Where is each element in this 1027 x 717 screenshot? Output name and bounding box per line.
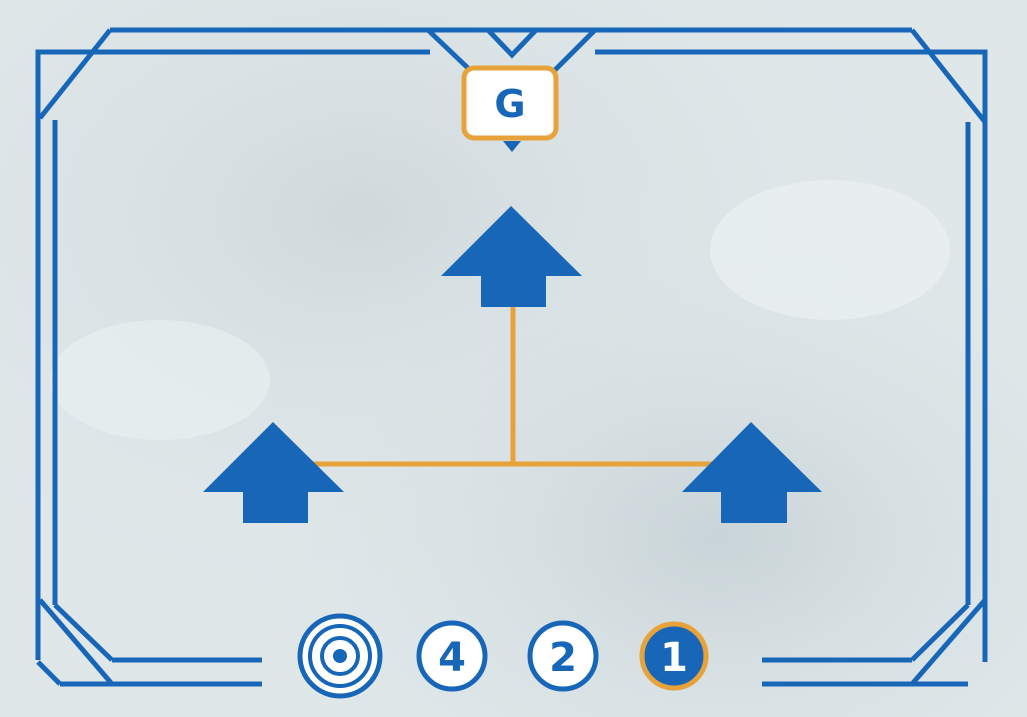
- watercolor-wash: [50, 320, 270, 440]
- number-token-filled: 1: [639, 621, 709, 691]
- card-code-badge: G: [461, 65, 559, 152]
- token-number: 1: [660, 635, 688, 681]
- token-number: 2: [549, 635, 577, 681]
- number-token-outline: 2: [527, 620, 599, 692]
- up-arrow-icon: [441, 206, 582, 307]
- number-token-outline: 4: [416, 620, 488, 692]
- up-arrow-icon: [682, 422, 822, 523]
- target-icon: [333, 649, 347, 663]
- up-arrow-icon: [203, 422, 344, 523]
- card-code: G: [494, 82, 525, 126]
- card-frame: [35, 27, 988, 687]
- target-token: [297, 613, 383, 699]
- watercolor-wash: [710, 180, 950, 320]
- token-number: 4: [438, 635, 466, 681]
- connector-lines: [300, 300, 722, 467]
